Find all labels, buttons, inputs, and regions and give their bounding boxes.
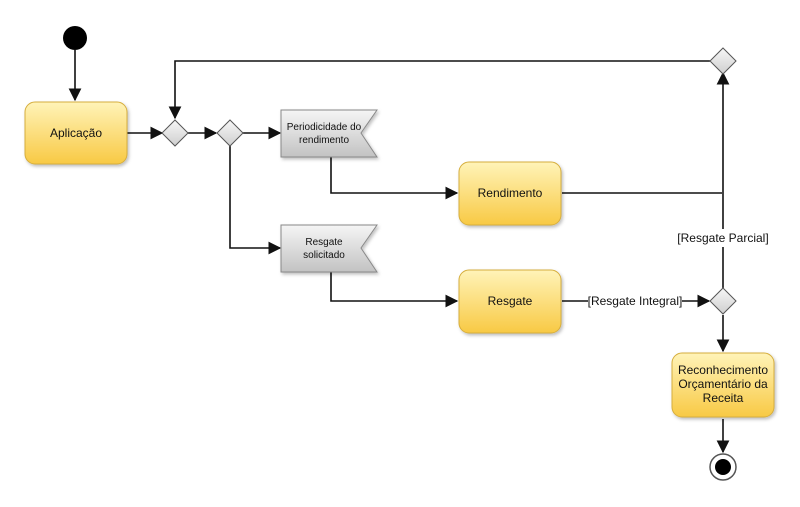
action-rendimento: Rendimento [458, 161, 562, 226]
guard-resgate-parcial: [Resgate Parcial] [677, 231, 768, 245]
loop-diamond [709, 47, 737, 75]
resgate-solicitado-label-2: solicitado [303, 250, 345, 261]
rendimento-label: Rendimento [478, 186, 543, 200]
resgate-solicitado-label-1: Resgate [305, 237, 343, 248]
reconhecimento-label-1: Reconhecimento [678, 363, 768, 377]
edges [68, 50, 730, 454]
aplicacao-label: Aplicação [50, 126, 102, 140]
merge-diamond [161, 119, 189, 147]
action-aplicacao: Aplicação [24, 101, 128, 165]
edge-decision-to-resgate-solicitado [229, 146, 282, 255]
periodicidade-label-2: rendimento [299, 135, 349, 146]
final-node [709, 453, 737, 481]
initial-node [63, 26, 87, 50]
guard-resgate-integral: [Resgate Integral] [588, 294, 683, 308]
edge-resgate-solicitado-to-resgate [330, 272, 459, 308]
signal-periodicidade: Periodicidade do rendimento [280, 109, 378, 158]
action-reconhecimento: Reconhecimento Orçamentário da Receita [671, 352, 775, 418]
reconhecimento-label-3: Receita [703, 391, 744, 405]
resgate-label: Resgate [488, 294, 533, 308]
edge-periodicidade-to-rendimento [330, 157, 459, 200]
edge-loop-back [168, 60, 710, 120]
periodicidade-label-1: Periodicidade do [287, 122, 362, 133]
final-decision-diamond [709, 287, 737, 315]
reconhecimento-label-2: Orçamentário da [678, 377, 768, 391]
action-resgate: Resgate [458, 269, 562, 334]
signal-resgate-solicitado: Resgate solicitado [280, 224, 378, 273]
decision-diamond [216, 119, 244, 147]
